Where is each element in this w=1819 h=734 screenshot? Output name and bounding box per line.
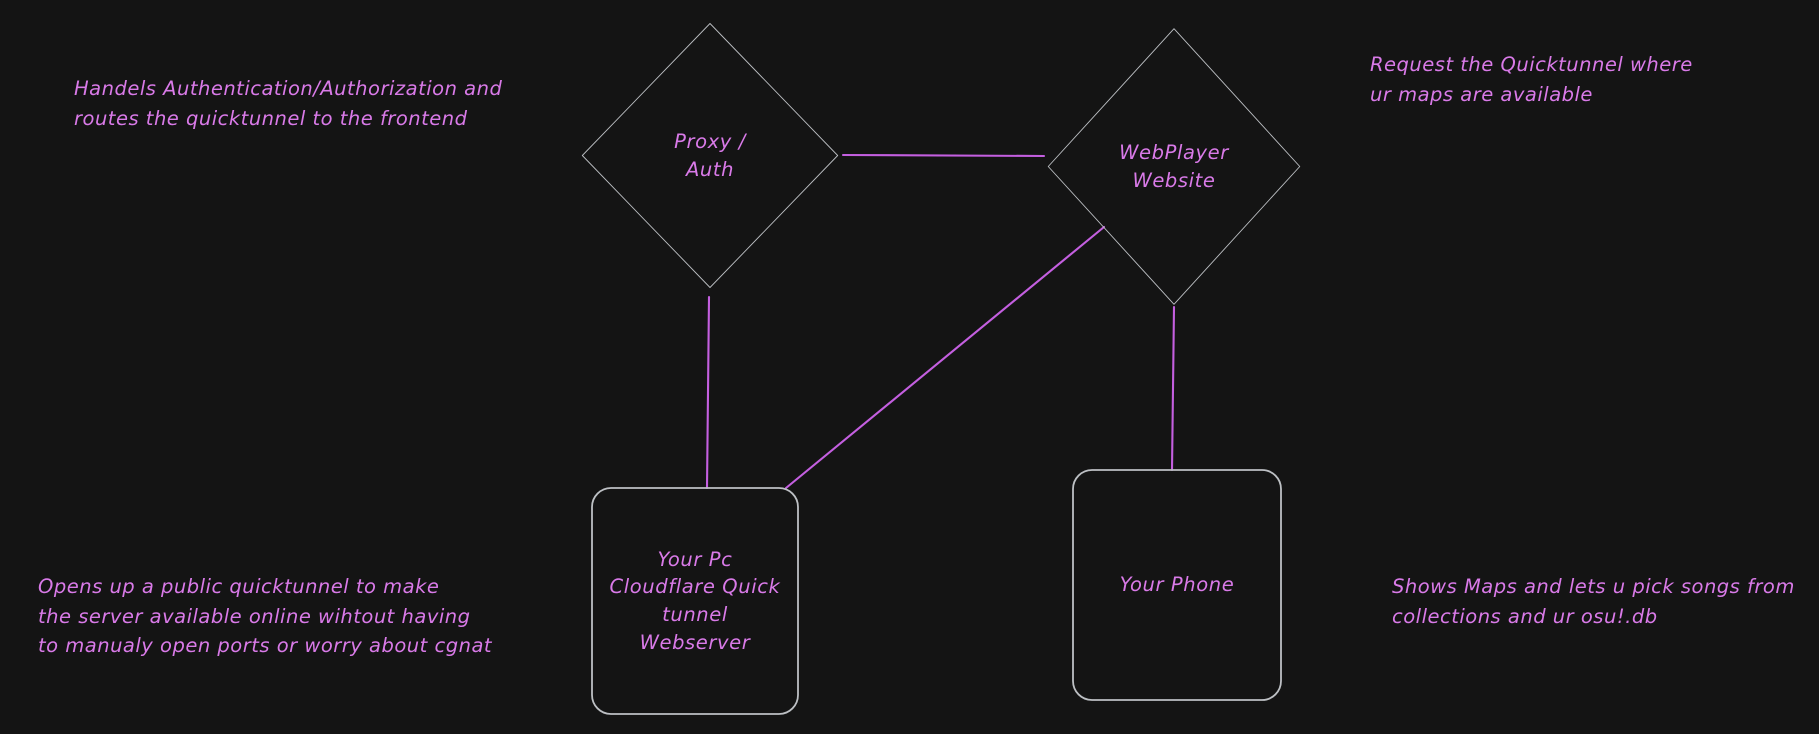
node-label-proxy-auth: Proxy / Auth [674, 129, 746, 181]
node-your-phone[interactable]: Your Phone [1072, 469, 1282, 701]
annotation-your-pc: Opens up a public quicktunnel to make th… [38, 575, 493, 658]
edge-proxy-to-webplayer [841, 153, 1046, 158]
node-your-pc[interactable]: Your Pc Cloudflare Quick tunnel Webserve… [591, 487, 799, 715]
edge-webplayer-to-your-phone [1170, 305, 1176, 472]
rounded-rect-shape-icon [1072, 469, 1282, 701]
node-proxy-auth[interactable]: Proxy / Auth [577, 18, 843, 293]
node-label-webplayer-website: WebPlayer Website [1119, 140, 1229, 192]
node-label-your-pc: Your Pc Cloudflare Quick tunnel Webserve… [609, 547, 781, 654]
rounded-rect-shape-icon [591, 487, 799, 715]
edge-proxy-to-your-pc [705, 295, 711, 490]
annotation-proxy-auth: Handels Authentication/Authorization and… [74, 77, 503, 130]
node-label-your-phone: Your Phone [1119, 573, 1235, 597]
diamond-shape-icon [577, 18, 843, 293]
annotation-webplayer-website: Request the Quicktunnel where ur maps ar… [1370, 53, 1693, 106]
diamond-shape-icon [1043, 23, 1305, 310]
node-webplayer-website[interactable]: WebPlayer Website [1043, 23, 1305, 310]
annotation-your-phone: Shows Maps and lets u pick songs from co… [1392, 575, 1795, 628]
